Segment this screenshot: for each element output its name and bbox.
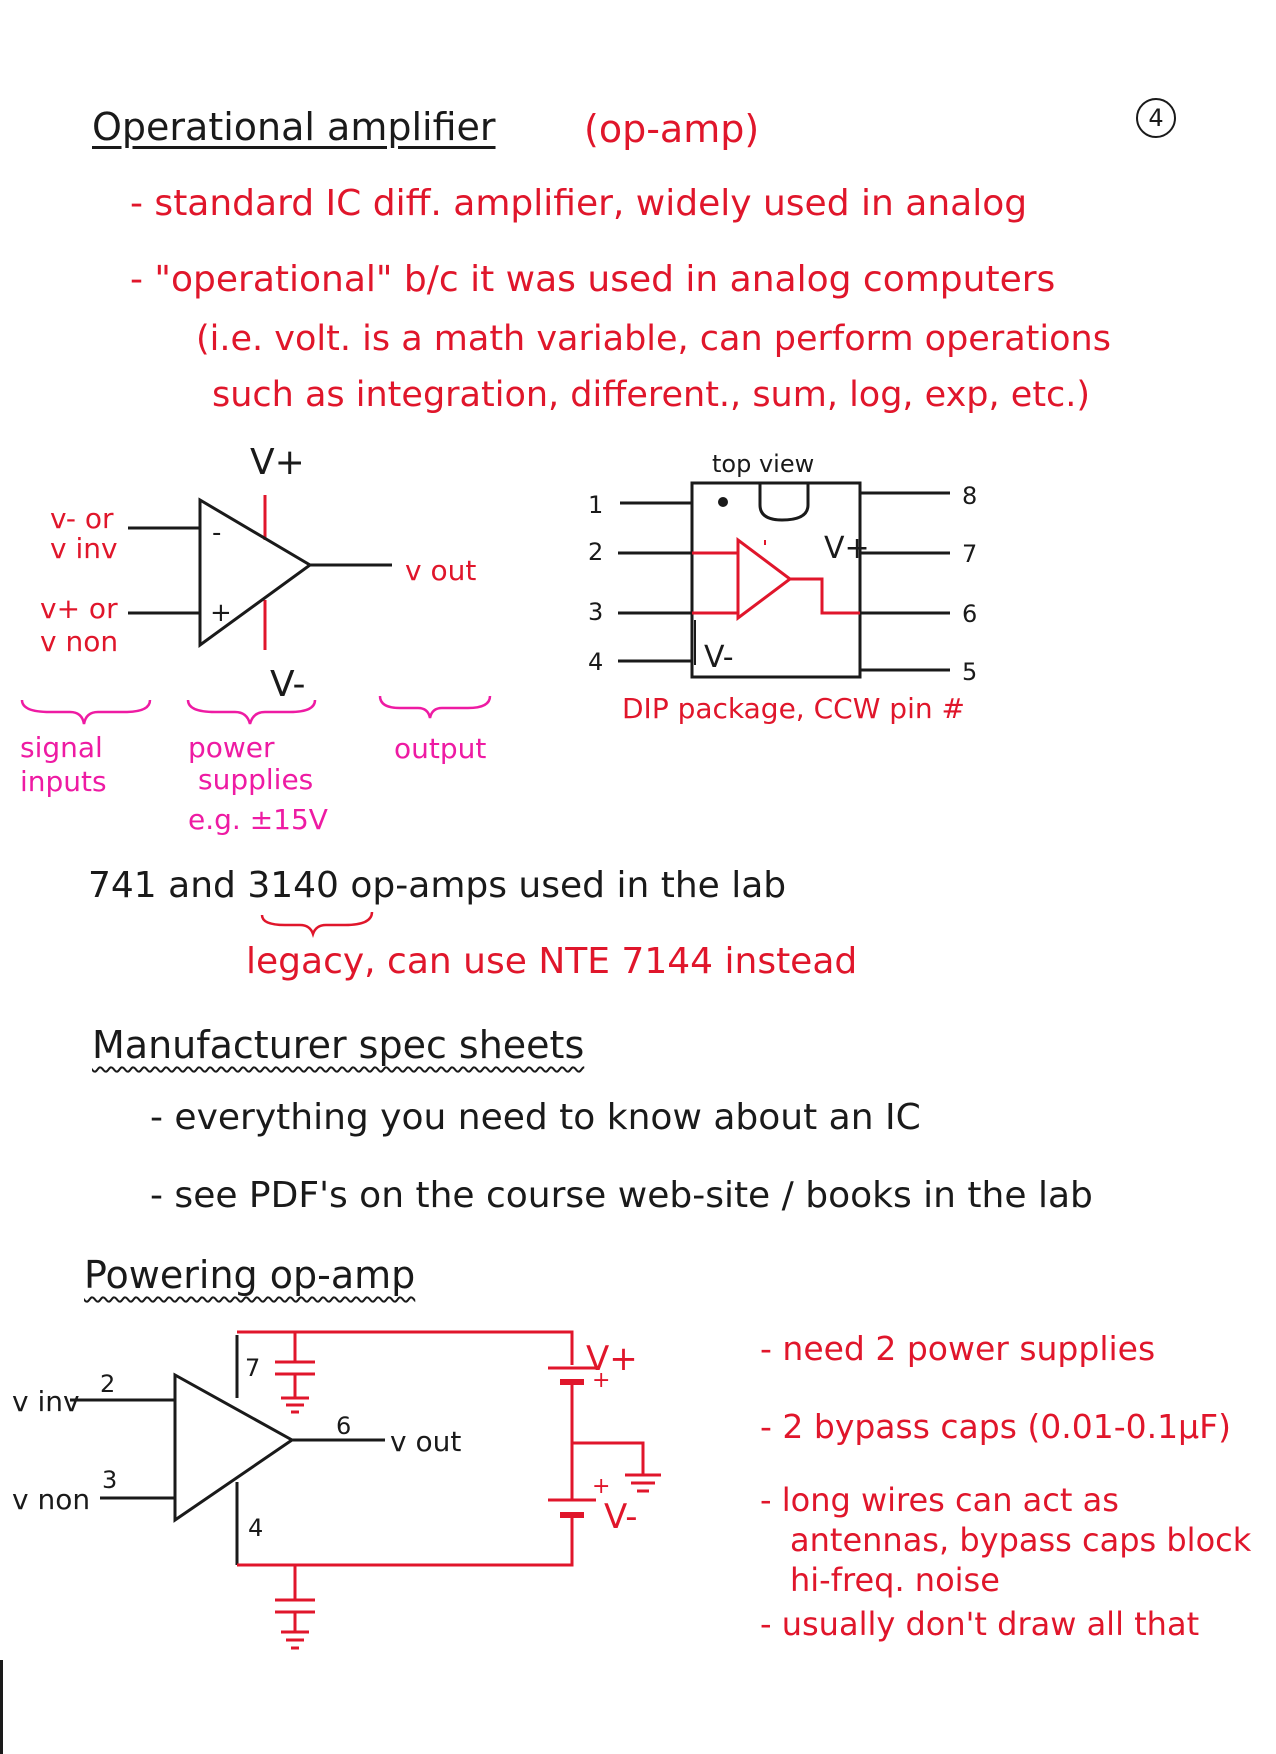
lab-opamps-line: 741 and 3140 op-amps used in the lab xyxy=(88,865,787,906)
powering-v-plus-label: V+ xyxy=(586,1339,638,1379)
power-supplies-label-2: supplies xyxy=(198,763,314,796)
intro-bullet-2-cont-2: such as integration, different., sum, lo… xyxy=(212,375,1091,415)
battery-plus-sign-top: + xyxy=(592,1368,611,1393)
intro-bullet-2: - "operational" b/c it was used in analo… xyxy=(130,259,1056,300)
dip-top-view-label: top view xyxy=(712,450,815,478)
powering-pin-4: 4 xyxy=(248,1514,264,1542)
powering-note-1: - need 2 power supplies xyxy=(760,1329,1156,1368)
powering-pin-3: 3 xyxy=(102,1466,118,1494)
dip-package-drawing xyxy=(618,481,950,679)
lab-brace xyxy=(260,911,374,938)
opamp-symbol-drawing xyxy=(128,495,392,650)
powering-pin-7: 7 xyxy=(245,1354,261,1382)
powering-v-non-label: v non xyxy=(12,1483,91,1516)
powering-heading: Powering op-amp xyxy=(84,1253,416,1297)
page-title: Operational amplifier xyxy=(92,105,496,149)
dip-pin-6: 6 xyxy=(962,600,978,628)
power-supplies-example: e.g. ±15V xyxy=(188,803,328,836)
opamp-plus-sign: + xyxy=(210,598,232,628)
signal-inputs-label-2: inputs xyxy=(20,765,107,798)
dip-pin-8: 8 xyxy=(962,482,978,510)
dip-pin-2: 2 xyxy=(588,538,604,566)
page-title-abbrev: (op-amp) xyxy=(584,107,760,151)
non-input-label-2: v non xyxy=(40,625,119,658)
spec-bullet-2: - see PDF's on the course web-site / boo… xyxy=(150,1175,1093,1216)
inv-input-label-2: v inv xyxy=(50,532,118,565)
dip-v-plus-label: V+ xyxy=(824,531,870,566)
powering-pin-2: 2 xyxy=(100,1370,116,1398)
dip-caption: DIP package, CCW pin # xyxy=(622,692,965,725)
opamp-minus-sign: - xyxy=(212,518,222,548)
powering-v-minus-label: V- xyxy=(604,1497,638,1537)
non-input-label-1: v+ or xyxy=(40,592,118,625)
opamp-v-plus-label: V+ xyxy=(250,442,305,483)
powering-circuit-drawing xyxy=(70,1330,661,1650)
output-group-label: output xyxy=(394,732,487,765)
intro-bullet-1: - standard IC diff. amplifier, widely us… xyxy=(130,183,1028,224)
powering-v-inv-label: v inv xyxy=(12,1385,80,1418)
battery-plus-sign-bottom: + xyxy=(592,1474,611,1499)
dip-pin-7: 7 xyxy=(962,540,978,568)
powering-note-4: - usually don't draw all that xyxy=(760,1605,1200,1643)
powering-v-out-label: v out xyxy=(390,1425,462,1458)
page-number: 4 xyxy=(1136,98,1176,138)
powering-pin-6: 6 xyxy=(336,1412,352,1440)
scan-edge-mark xyxy=(0,1660,3,1754)
inv-input-label-1: v- or xyxy=(50,502,114,535)
opamp-v-minus-label: V- xyxy=(270,664,306,705)
powering-note-2: - 2 bypass caps (0.01-0.1µF) xyxy=(760,1407,1231,1446)
lab-legacy-note: legacy, can use NTE 7144 instead xyxy=(246,941,858,982)
group-braces xyxy=(20,695,492,725)
dip-pin-3: 3 xyxy=(588,598,604,626)
intro-bullet-2-cont-1: (i.e. volt. is a math variable, can perf… xyxy=(196,319,1111,359)
powering-note-3-cont-1: antennas, bypass caps block xyxy=(790,1521,1252,1559)
signal-inputs-label-1: signal xyxy=(20,731,103,764)
dip-v-minus-label: V- xyxy=(704,640,734,675)
spec-bullet-1: - everything you need to know about an I… xyxy=(150,1097,921,1138)
powering-note-3-cont-2: hi-freq. noise xyxy=(790,1561,1000,1599)
power-supplies-label-1: power xyxy=(188,731,275,764)
dip-pin-5: 5 xyxy=(962,658,978,686)
spec-sheets-heading: Manufacturer spec sheets xyxy=(92,1023,585,1067)
dip-pin-1: 1 xyxy=(588,491,604,519)
dip-pin-4: 4 xyxy=(588,648,604,676)
powering-note-3: - long wires can act as xyxy=(760,1481,1119,1519)
output-label: v out xyxy=(405,554,477,587)
